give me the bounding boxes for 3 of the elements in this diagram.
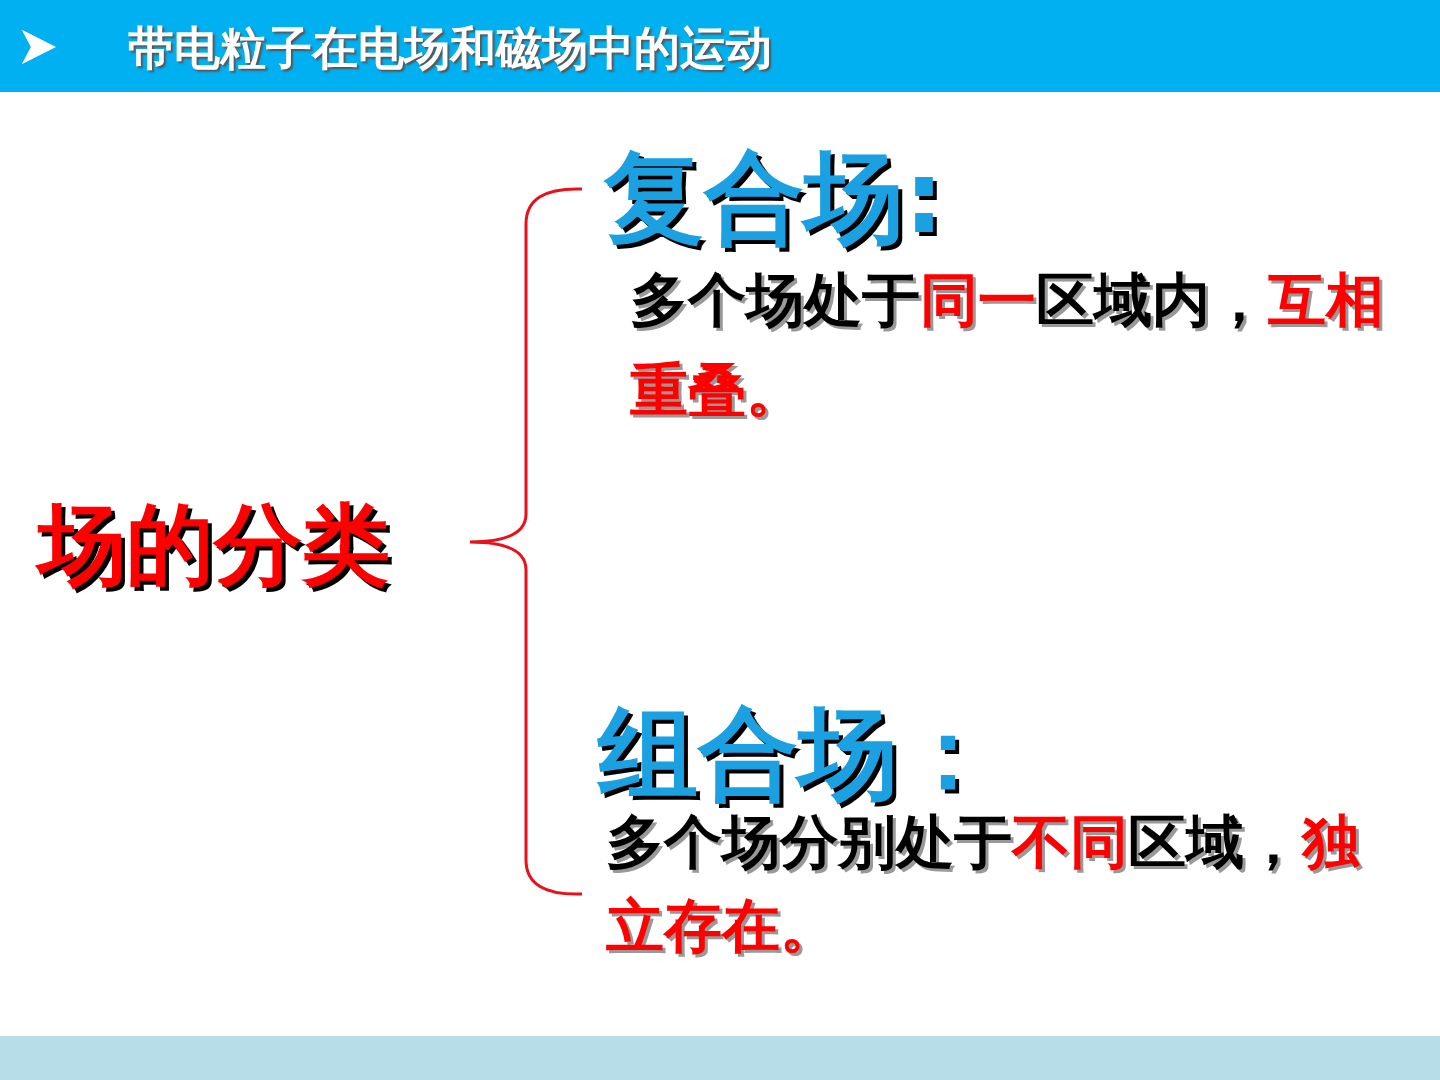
slide-title: 带电粒子在电场和磁场中的运动 — [128, 20, 772, 77]
definition-text: 多个场处于同一区域内，互相重叠。 — [630, 265, 1385, 426]
category-heading: 复合场: — [604, 138, 945, 258]
